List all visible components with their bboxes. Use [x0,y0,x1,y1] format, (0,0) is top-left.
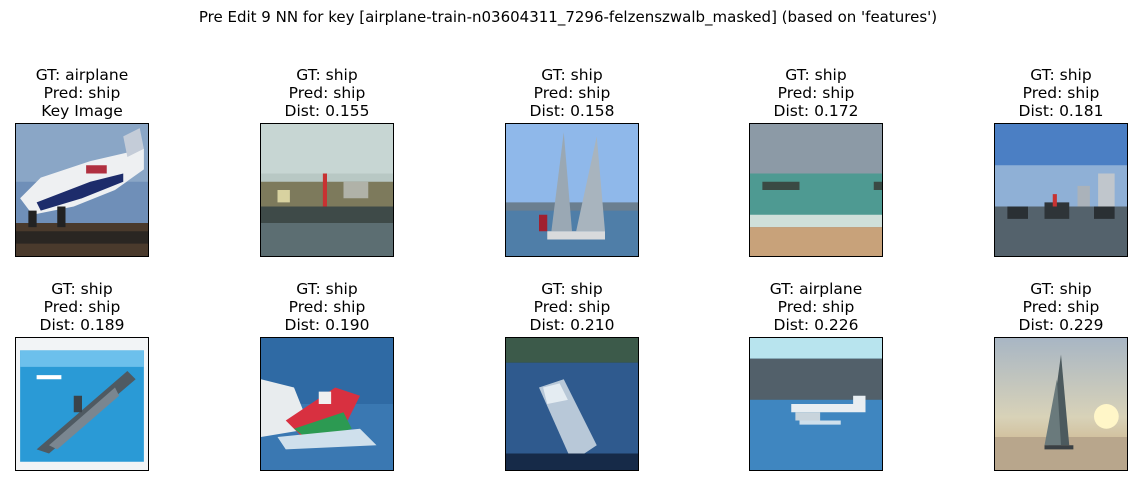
panel-caption: GT: ship Pred: ship Dist: 0.172 [689,66,943,120]
dist-label: Dist: 0.172 [773,102,859,120]
pred-label: Pred: ship [1022,84,1100,102]
gt-label: GT: ship [1030,280,1092,298]
panel-caption: GT: ship Pred: ship Dist: 0.158 [445,66,699,120]
panel-caption: GT: ship Pred: ship Dist: 0.155 [200,66,454,120]
neighbor-image-thumbnail [749,123,883,257]
dist-label: Dist: 0.189 [39,316,125,334]
pred-label: Pred: ship [777,298,855,316]
gt-label: GT: ship [51,280,113,298]
gt-label: GT: ship [1030,66,1092,84]
panel-caption: GT: ship Pred: ship Dist: 0.229 [934,280,1136,334]
neighbor-image-thumbnail [994,337,1128,471]
pred-label: Pred: ship [533,84,611,102]
gt-label: GT: airplane [35,66,129,84]
panel-caption: GT: airplane Pred: ship Dist: 0.226 [689,280,943,334]
neighbor-image-thumbnail [505,123,639,257]
neighbor-image-thumbnail [260,337,394,471]
panel-caption: GT: ship Pred: ship Dist: 0.189 [0,280,209,334]
key-image-thumbnail [15,123,149,257]
dist-label: Dist: 0.158 [529,102,615,120]
neighbor-image-thumbnail [505,337,639,471]
gt-label: GT: ship [785,66,847,84]
dist-label: Dist: 0.155 [284,102,370,120]
panel-caption: GT: airplane Pred: ship Key Image [0,66,209,120]
pred-label: Pred: ship [777,84,855,102]
dist-label: Dist: 0.190 [284,316,370,334]
figure-title: Pre Edit 9 NN for key [airplane-train-n0… [198,8,938,26]
gt-label: GT: airplane [769,280,863,298]
dist-label: Dist: 0.210 [529,316,615,334]
pred-label: Pred: ship [1022,298,1100,316]
pred-label: Pred: ship [533,298,611,316]
panel-caption: GT: ship Pred: ship Dist: 0.181 [934,66,1136,120]
pred-label: Pred: ship [43,298,121,316]
neighbor-image-thumbnail [749,337,883,471]
dist-label: Dist: 0.226 [773,316,859,334]
gt-label: GT: ship [541,280,603,298]
neighbor-image-thumbnail [994,123,1128,257]
panel-caption: GT: ship Pred: ship Dist: 0.190 [200,280,454,334]
pred-label: Pred: ship [288,84,366,102]
dist-label: Dist: 0.229 [1018,316,1104,334]
gt-label: GT: ship [541,66,603,84]
gt-label: GT: ship [296,66,358,84]
dist-label: Dist: 0.181 [1018,102,1104,120]
panel-caption: GT: ship Pred: ship Dist: 0.210 [445,280,699,334]
pred-label: Pred: ship [43,84,121,102]
pred-label: Pred: ship [288,298,366,316]
key-image-label: Key Image [41,102,123,120]
gt-label: GT: ship [296,280,358,298]
neighbor-image-thumbnail [260,123,394,257]
neighbor-image-thumbnail [15,337,149,471]
